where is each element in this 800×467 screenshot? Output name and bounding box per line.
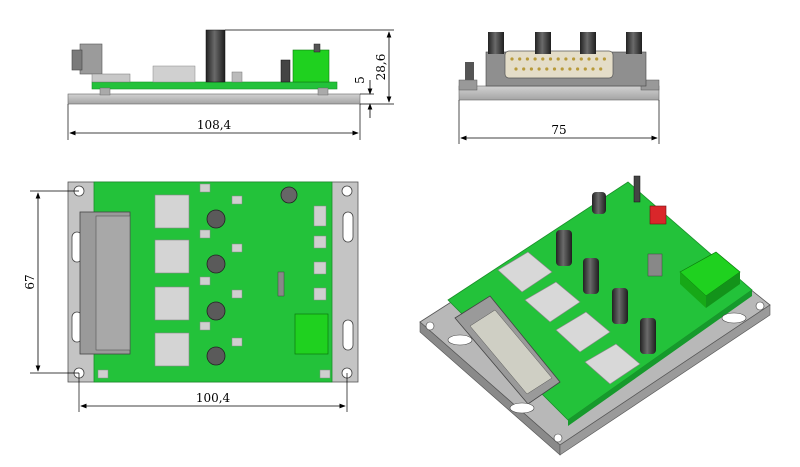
side-capacitor-tall [205, 29, 226, 83]
slot-icon [342, 211, 354, 243]
iso-slot-icon [447, 334, 473, 346]
slot-icon [342, 319, 354, 351]
db25-pin [560, 67, 564, 71]
dim-top-height: 67 [23, 274, 37, 289]
top-capacitors [206, 186, 298, 366]
end-db25-pins [510, 57, 607, 71]
side-connector-foot [91, 73, 131, 83]
isometric-view [419, 175, 771, 456]
end-mount-left [458, 79, 478, 91]
db25-pin [576, 67, 580, 71]
iso-capacitors [556, 192, 656, 354]
iso-header-pins [647, 253, 663, 277]
side-view: 108,4 28,6 5 [67, 29, 394, 140]
db25-pin [583, 67, 587, 71]
db25-pin [525, 57, 530, 61]
side-terminal-block [292, 49, 330, 83]
iso-jumper [633, 175, 641, 203]
db25-pin [552, 67, 557, 71]
db25-pin [579, 57, 583, 61]
db25-pin [568, 67, 572, 71]
db25-pin [599, 67, 603, 71]
side-standoff-left [99, 87, 111, 96]
side-base-plate [67, 93, 361, 105]
iso-slot-icon [509, 402, 535, 414]
side-small-part [231, 71, 243, 83]
db25-pin [533, 57, 537, 61]
db25-pin [529, 67, 534, 71]
db25-pin [556, 57, 560, 61]
dim-side-length: 108,4 [197, 118, 232, 132]
db25-pin [537, 67, 541, 71]
side-standoff-right [317, 87, 329, 96]
db25-pin [591, 67, 595, 71]
iso-modules [497, 251, 641, 385]
end-side-part [465, 62, 474, 80]
db25-pin [522, 67, 526, 71]
db25-pin [595, 57, 599, 61]
db25-pin [541, 57, 545, 61]
top-modules [154, 194, 190, 367]
end-capacitor-2 [535, 32, 551, 54]
end-base-plate [458, 85, 660, 101]
db25-pin [545, 67, 549, 71]
db25-pin [572, 57, 576, 61]
side-db25-flange [71, 49, 83, 71]
db25-pin [510, 57, 514, 61]
end-capacitor-4 [626, 32, 642, 54]
top-terminal-block [294, 313, 329, 355]
db25-pin [587, 57, 591, 61]
db25-pin [602, 57, 607, 61]
mount-hole-icon [553, 433, 563, 443]
end-view: 75 [458, 32, 660, 144]
side-jumper [280, 59, 291, 83]
end-db25-face [504, 50, 614, 79]
top-small-parts [97, 183, 331, 379]
side-db25-body [79, 43, 103, 75]
side-terminal-screw [313, 43, 321, 53]
db25-pin [514, 67, 518, 71]
db25-pin [564, 57, 568, 61]
top-header-pins [277, 271, 285, 297]
mount-hole-icon [341, 185, 353, 197]
mount-hole-icon [755, 301, 765, 311]
mount-hole-icon [425, 321, 435, 331]
db25-pin [518, 57, 522, 61]
dim-end-width: 75 [551, 123, 566, 137]
iso-switch [649, 205, 667, 225]
dim-side-height: 28,6 [374, 54, 388, 81]
side-pcb [91, 81, 338, 90]
db25-pin [548, 57, 553, 61]
side-module-block [152, 65, 196, 83]
dim-side-plate: 5 [353, 76, 367, 84]
end-capacitor-3 [580, 32, 596, 54]
end-capacitor-1 [488, 32, 504, 54]
iso-slot-icon [721, 312, 747, 324]
top-view: 67 100,4 [23, 181, 359, 412]
dim-top-holes: 100,4 [196, 391, 231, 405]
top-db25-shell [95, 215, 131, 351]
